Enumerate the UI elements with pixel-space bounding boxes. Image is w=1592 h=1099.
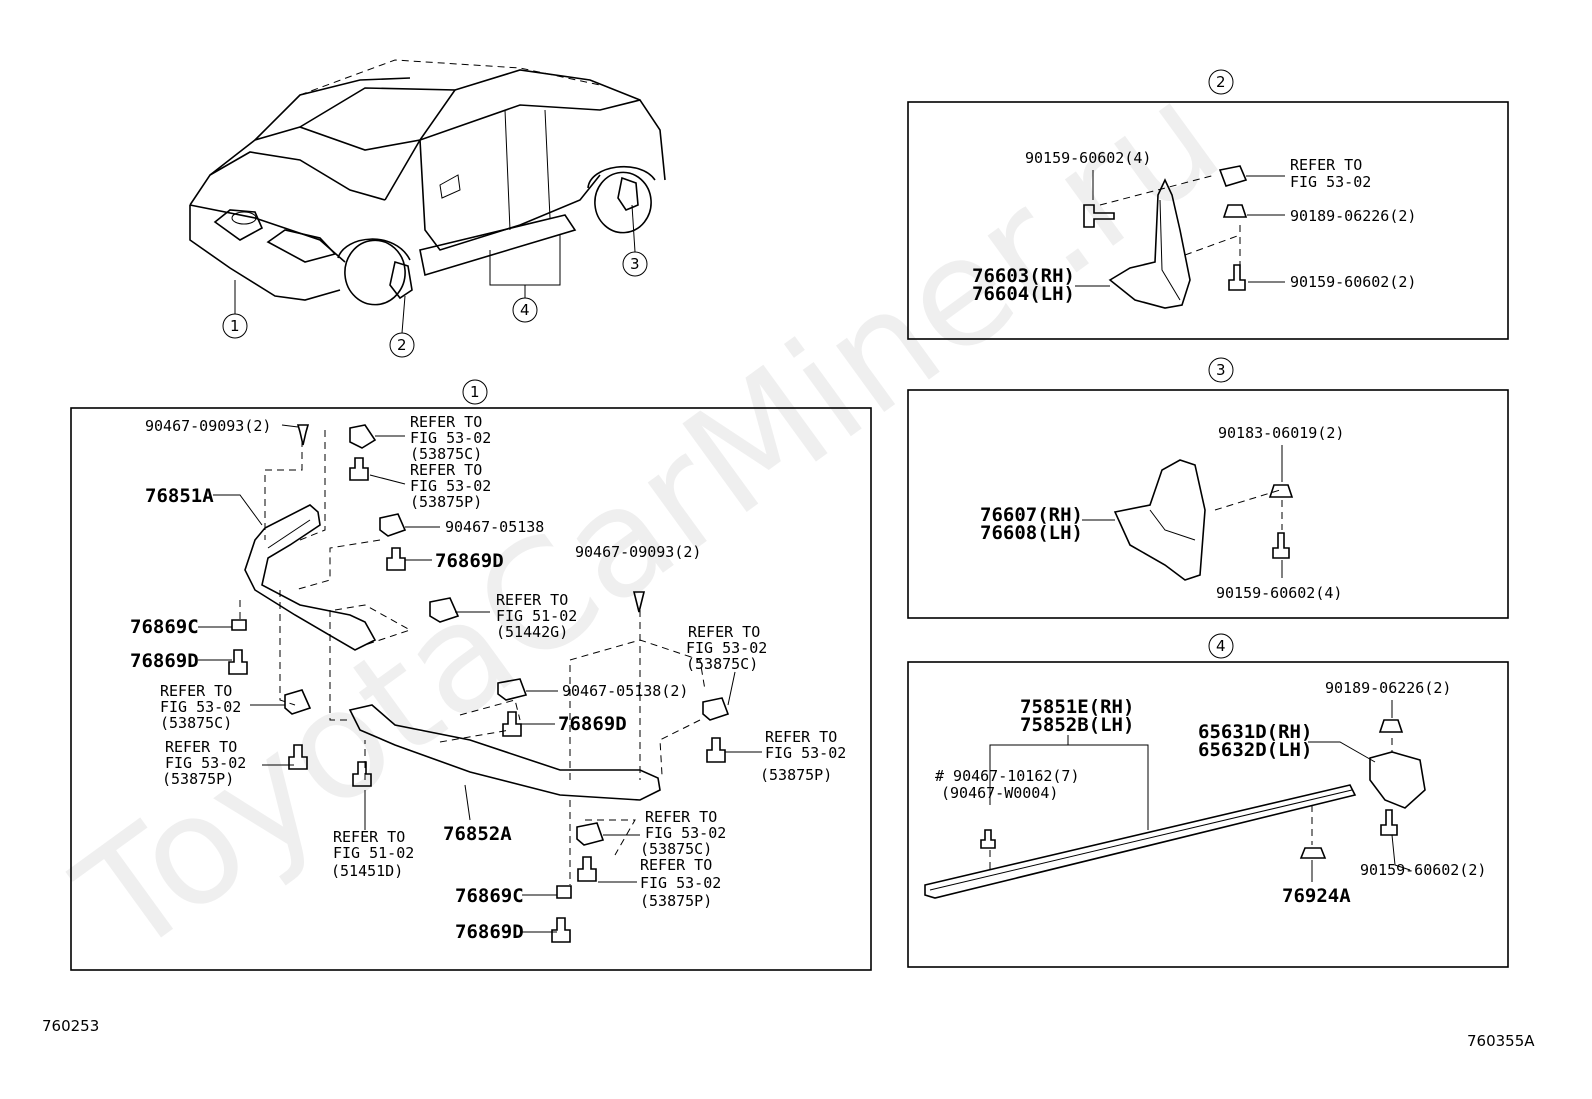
label-screw-90159-60602-4-p3: 90159-60602(4) [1216,584,1342,602]
label-screw-90159-60602-4: 90159-60602(4) [1025,149,1151,167]
label-refer-f-2: FIG 53-02 [686,639,767,657]
label-mudguard-76603-rh: 76603(RH) [972,265,1075,287]
callout-3-car: 3 [630,255,640,273]
label-refer-b-3: (53875P) [410,493,482,511]
label-screw-90159-60602-2-p4: 90159-60602(2) [1360,861,1486,879]
label-refer-f-1: REFER TO [688,623,760,641]
label-refer-j-1: REFER TO [640,856,712,874]
panel-2-number: 2 [1216,73,1226,91]
label-mudguard-76604-lh: 76604(LH) [972,283,1075,305]
label-clip-90467-W0004: (90467-W0004) [941,784,1058,802]
figure-id-left: 760253 [42,1017,99,1035]
label-refer-f-3: (53875C) [686,655,758,673]
label-clip-76924A: 76924A [1282,885,1351,907]
label-nut-90189-06226-2-p4: 90189-06226(2) [1325,679,1451,697]
panel-1-number: 1 [470,383,480,401]
label-refer-b-2: FIG 53-02 [410,477,491,495]
figure-id-right: 760355A [1467,1032,1535,1050]
label-refer-h-2: FIG 51-02 [333,844,414,862]
label-moulding-75851E-rh: 75851E(RH) [1020,696,1134,718]
label-refer-a-2: FIG 53-02 [410,429,491,447]
label-moulding-75852B-lh: 75852B(LH) [1020,714,1134,736]
label-refer-b-1: REFER TO [410,461,482,479]
label-refer-d-1: REFER TO [160,682,232,700]
label-refer-h-1: REFER TO [333,828,405,846]
label-refer-e-2: FIG 53-02 [165,754,246,772]
panel-3-number: 3 [1216,361,1226,379]
label-refer-e-3: (53875P) [162,770,234,788]
label-refer-c-1: REFER TO [496,591,568,609]
label-refer-j-2: FIG 53-02 [640,874,721,892]
label-refer-d-2: FIG 53-02 [160,698,241,716]
label-mudguard-76607-rh: 76607(RH) [980,504,1083,526]
label-clip-90467-09093-mid: 90467-09093(2) [575,543,701,561]
label-refer-e-1: REFER TO [165,738,237,756]
label-clip-90467-09093-top: 90467-09093(2) [145,417,271,435]
label-screw-76869D-mid: 76869D [558,713,627,735]
label-nut-76869C-bottom: 76869C [455,885,524,907]
callout-1-car: 1 [230,317,240,335]
label-refer-i-3: (53875C) [640,840,712,858]
label-screw-76869D-bottom: 76869D [455,921,524,943]
label-retainer-76851A: 76851A [145,485,214,507]
label-refer-g-2: FIG 53-02 [765,744,846,762]
label-nut-90183-06019-2: 90183-06019(2) [1218,424,1344,442]
label-screw-90159-60602-2: 90159-60602(2) [1290,273,1416,291]
label-nut-76869C-left: 76869C [130,616,199,638]
label-screw-76869D-upper: 76869D [435,550,504,572]
label-refer-d-3: (53875C) [160,714,232,732]
panel-1-front-bumper-retainers: 1 [70,379,872,971]
label-refer-i-1: REFER TO [645,808,717,826]
label-refer-g-1: REFER TO [765,728,837,746]
label-refer-g-3: (53875P) [760,766,832,784]
label-screw-76869D-left: 76869D [130,650,199,672]
panel-3-rear-mudguard: 3 90183-06019(2) 76607(RH) 76608(LH) 901… [907,357,1509,619]
label-nut-90189-06226-2: 90189-06226(2) [1290,207,1416,225]
callout-4-car: 4 [520,301,530,319]
label-refer-c-2: FIG 51-02 [496,607,577,625]
label-retainer-76852A: 76852A [443,823,512,845]
label-refer-h-3: (51451D) [331,862,403,880]
label-refer-j-3: (53875P) [640,892,712,910]
car-overview: 1 2 3 4 [189,59,666,358]
label-refer-a-3: (53875C) [410,445,482,463]
label-clip-90467-05138-2: 90467-05138(2) [562,682,688,700]
panel-4-rocker-moulding: 4 90189-06226(2) 75851E(RH) 75852B(LH) 6… [907,633,1509,968]
label-p2-refer-2: FIG 53-02 [1290,173,1371,191]
label-mudguard-76608-lh: 76608(LH) [980,522,1083,544]
callout-2-car: 2 [397,336,407,354]
label-protector-65631D-rh: 65631D(RH) [1198,721,1312,743]
panel-2-front-mudguard: 2 90159-60602(4) REFER TO FIG 53-02 9018… [907,69,1509,340]
label-clip-90467-05138: 90467-05138 [445,518,544,536]
label-clip-90467-10162: # 90467-10162(7) [935,767,1080,785]
label-p2-refer-1: REFER TO [1290,156,1362,174]
panel-4-number: 4 [1216,637,1226,655]
label-protector-65632D-lh: 65632D(LH) [1198,739,1312,761]
label-refer-i-2: FIG 53-02 [645,824,726,842]
label-refer-a-1: REFER TO [410,413,482,431]
label-refer-c-3: (51442G) [496,623,568,641]
